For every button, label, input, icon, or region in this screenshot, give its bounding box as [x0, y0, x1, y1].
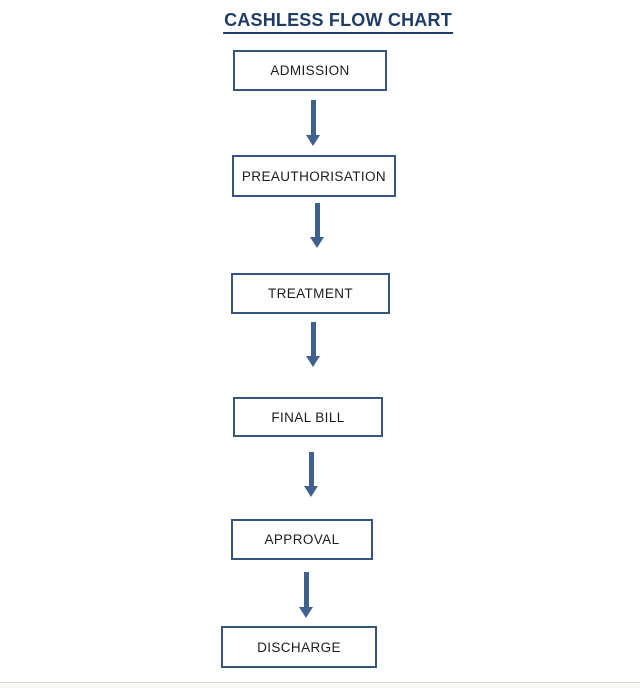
flow-step-final-bill: FINAL BILL	[233, 397, 383, 437]
arrow-head	[306, 135, 320, 146]
arrow-shaft	[314, 203, 320, 237]
flow-step-preauthorisation: PREAUTHORISATION	[232, 155, 396, 197]
down-arrow-icon	[304, 452, 318, 497]
flow-step-label: FINAL BILL	[271, 409, 345, 425]
bottom-divider	[0, 682, 640, 688]
chart-title: CASHLESS FLOW CHART	[223, 10, 453, 34]
arrow-head	[304, 486, 318, 497]
flow-step-label: APPROVAL	[264, 532, 340, 547]
arrow-head	[299, 607, 313, 618]
arrow-shaft	[310, 322, 316, 356]
arrow-head	[310, 237, 324, 248]
arrow-head	[306, 356, 320, 367]
flow-step-treatment: TREATMENT	[231, 273, 390, 314]
arrow-shaft	[310, 100, 316, 135]
arrow-shaft	[303, 572, 309, 607]
flow-step-label: PREAUTHORISATION	[241, 168, 387, 184]
flow-step-label: ADMISSION	[270, 63, 350, 78]
flow-step-label: TREATMENT	[267, 286, 354, 301]
down-arrow-icon	[306, 322, 320, 367]
down-arrow-icon	[299, 572, 313, 618]
flow-step-label: DISCHARGE	[257, 639, 341, 655]
down-arrow-icon	[306, 100, 320, 146]
arrow-shaft	[308, 452, 314, 486]
flow-step-admission: ADMISSION	[233, 50, 387, 91]
flow-step-approval: APPROVAL	[231, 519, 373, 560]
flow-step-discharge: DISCHARGE	[221, 626, 377, 668]
down-arrow-icon	[310, 203, 324, 248]
